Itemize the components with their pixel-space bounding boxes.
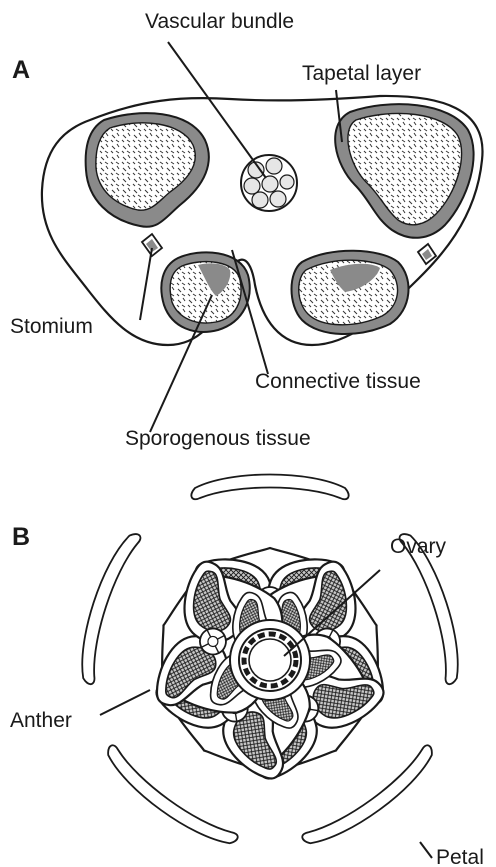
label-tapetal-layer: Tapetal layer bbox=[302, 62, 421, 85]
label-connective-tissue: Connective tissue bbox=[255, 370, 421, 393]
label-stomium: Stomium bbox=[10, 315, 93, 338]
ovary bbox=[230, 620, 310, 700]
leader-petal bbox=[420, 842, 432, 858]
leader-anther bbox=[100, 690, 150, 715]
label-anther: Anther bbox=[10, 709, 72, 732]
label-vascular-bundle: Vascular bundle bbox=[145, 10, 294, 33]
panel-a-label: A bbox=[12, 56, 30, 84]
label-petal: Petal bbox=[436, 846, 484, 867]
label-sporogenous-tissue: Sporogenous tissue bbox=[125, 427, 311, 450]
flower-cross-section bbox=[69, 475, 470, 857]
panel-b-label: B bbox=[12, 523, 30, 551]
label-ovary: Ovary bbox=[390, 535, 447, 558]
